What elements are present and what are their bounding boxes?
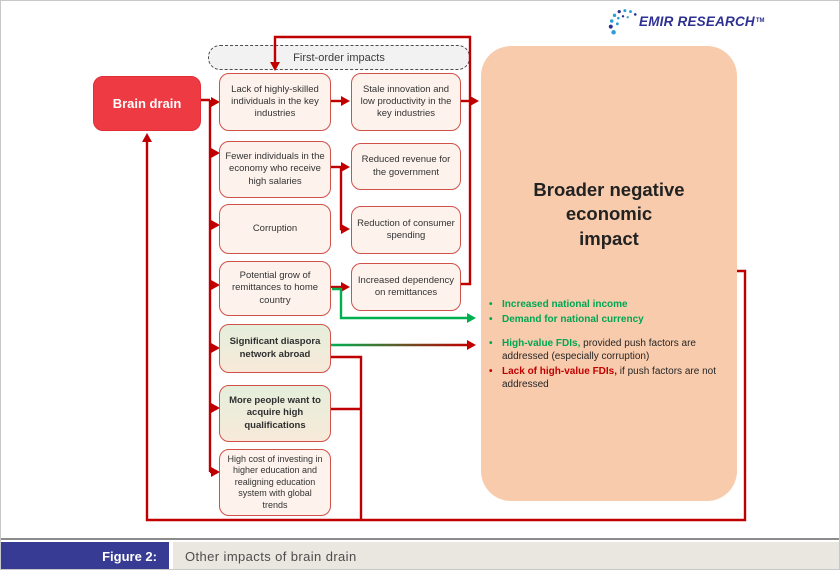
first-order-impacts-band: First-order impacts	[208, 45, 470, 70]
bullet-marker: •	[489, 338, 493, 349]
revenue-to-spending-arrow	[339, 168, 350, 234]
first-order-impacts-label: First-order impacts	[293, 51, 385, 64]
box-potential-remittances: Potential grow of remittances to home co…	[219, 261, 331, 316]
bullet-marker: •	[489, 366, 493, 377]
impact-title: Broader negative economic impact	[533, 179, 685, 249]
box-diaspora-network: Significant diaspora network abroad	[219, 324, 331, 373]
trunk-line	[201, 98, 212, 472]
logo-text: EMIR RESEARCH	[639, 13, 755, 29]
bullet-marker: •	[489, 314, 493, 325]
brain-drain-label: Brain drain	[112, 96, 182, 111]
feedback-loop-line	[142, 133, 747, 522]
figure-caption: Other impacts of brain drain	[173, 542, 839, 569]
bullet-lack-high-value-fdis: • Lack of high-value FDIs, if push facto…	[489, 366, 716, 390]
top-loop-line	[270, 35, 472, 286]
box-reduced-revenue: Reduced revenue for the government	[351, 143, 461, 190]
remittances-green-arrow	[332, 287, 476, 323]
figure-number-badge: Figure 2:	[1, 542, 169, 569]
box-fewer-individuals: Fewer individuals in the economy who rec…	[219, 141, 331, 198]
bullet-increased-income: • Increased national income	[489, 299, 628, 310]
logo-trademark: TM	[755, 18, 765, 24]
box-more-qualifications: More people want to acquire high qualifi…	[219, 385, 331, 442]
caption-divider-line	[1, 538, 839, 540]
broader-impact-box: Broader negative economic impact • Incre…	[481, 46, 737, 501]
brain-drain-box: Brain drain	[93, 76, 201, 131]
bullet-high-value-fdis: • High-value FDIs, provided push factors…	[489, 338, 696, 362]
box-lack-of-skilled: Lack of highly-skilled individuals in th…	[219, 73, 331, 131]
box-increased-dependency: Increased dependency on remittances	[351, 263, 461, 311]
box-high-cost-education: High cost of investing in higher educati…	[219, 449, 331, 516]
bullet-marker: •	[489, 299, 493, 310]
bullet-demand-currency: • Demand for national currency	[489, 314, 644, 325]
box-corruption: Corruption	[219, 204, 331, 254]
box-stale-innovation: Stale innovation and low productivity in…	[351, 73, 461, 131]
box-reduced-spending: Reduction of consumer spending	[351, 206, 461, 254]
logo-dots-icon	[608, 9, 637, 35]
impact-bullets: • Increased national income • Demand for…	[489, 298, 731, 393]
diaspora-down-line	[331, 355, 363, 521]
